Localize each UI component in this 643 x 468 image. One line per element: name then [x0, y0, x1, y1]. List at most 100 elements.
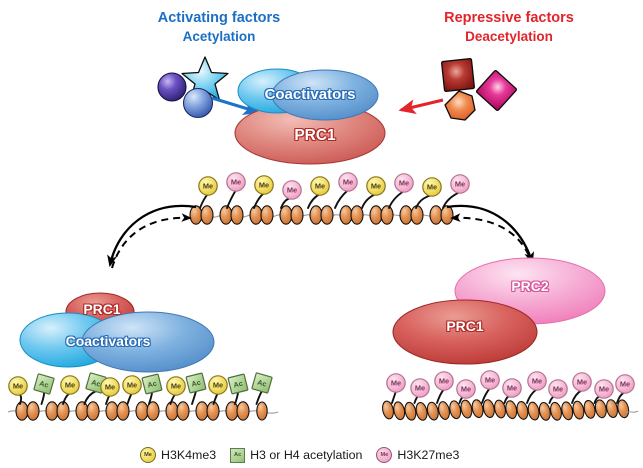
me-yellow-circle-icon	[8, 376, 28, 396]
mark-label: Me	[315, 182, 325, 191]
activating-heading-line1: Activating factors	[157, 10, 281, 26]
nucleosome	[75, 401, 100, 421]
me-pink-circle-icon	[410, 378, 430, 398]
histone-tail	[526, 388, 538, 404]
legend-label-h3k27me3: H3K27me3	[397, 448, 460, 462]
me-yellow-circle-icon	[310, 176, 330, 196]
histone-tail	[436, 388, 445, 404]
nucleosome	[537, 400, 553, 422]
me-pink-circle-icon	[527, 371, 547, 391]
mark-label: Me	[259, 181, 269, 190]
mark-label: Me	[553, 385, 563, 394]
mark-label: Me	[599, 385, 609, 394]
ac-green-square-icon	[33, 373, 55, 395]
nucleosome	[165, 401, 190, 421]
activating-factor-shapes	[157, 56, 261, 119]
mark-label: Ac	[256, 378, 267, 389]
nucleosome	[503, 399, 519, 421]
legend-item-h3k4me3: Me H3K4me3	[140, 447, 216, 463]
ac-green-square-icon: Ac	[230, 447, 246, 463]
me-pink-circle-icon	[615, 374, 635, 394]
nucleosome	[256, 401, 268, 421]
arrow-from-active	[111, 213, 192, 269]
histone-tail	[253, 192, 265, 209]
nucleosome	[339, 205, 364, 225]
branch-arrows-left	[107, 204, 197, 269]
nucleosome	[105, 401, 130, 421]
mark-label: Me	[65, 381, 75, 390]
me-pink-circle-icon	[394, 173, 414, 193]
mark-label: Ac	[90, 378, 101, 389]
legend-item-h3k27me3: Me H3K27me3	[376, 447, 459, 463]
mark-label: Ac	[38, 379, 49, 390]
arrow-to-active	[107, 204, 197, 268]
mark-label: Me	[203, 182, 213, 191]
me-yellow-circle-icon	[422, 177, 442, 197]
repressive-heading-line2: Deacetylation	[465, 28, 553, 44]
mark-label: Me	[427, 183, 437, 192]
mark-label: Me	[105, 383, 115, 392]
activating-heading-line2: Acetylation	[182, 28, 256, 44]
histone-tail	[234, 391, 239, 405]
legend-item-acetylation: Ac H3 or H4 acetylation	[230, 447, 363, 463]
me-yellow-circle-icon	[254, 175, 274, 195]
prc1-ellipse-br	[392, 299, 538, 365]
me-yellow-circle-icon	[166, 376, 186, 396]
me-pink-circle-icon	[548, 379, 568, 399]
mark-label: Me	[127, 381, 137, 390]
nucleosome	[45, 401, 70, 421]
mark-label: Me	[287, 186, 297, 195]
mark-label: Me	[391, 379, 401, 388]
bottom-right-complex	[392, 257, 606, 365]
ac-green-square-icon	[185, 372, 207, 394]
mark-label: Me	[13, 382, 23, 391]
nucleosome	[189, 205, 214, 225]
nucleosome	[309, 205, 334, 225]
histone-tail	[388, 190, 405, 209]
nucleosome	[135, 401, 160, 421]
top-complex	[234, 68, 386, 165]
mark-label: Me	[507, 384, 517, 393]
mark-label: Ac	[232, 379, 243, 390]
me-pink-circle-icon	[450, 174, 470, 194]
mark-label: Ac	[146, 379, 157, 390]
mark-label: Me	[171, 382, 181, 391]
mark-label: Me	[577, 378, 587, 387]
me-pink-circle-icon	[572, 372, 592, 392]
mark-label: Me	[532, 377, 542, 386]
ac-green-square-icon	[141, 373, 163, 395]
repressive-heading-line1: Repressive factors	[444, 10, 574, 26]
nucleosome	[225, 401, 250, 421]
me-yellow-circle-icon	[60, 375, 80, 395]
me-yellow-circle-icon: Me	[140, 447, 156, 463]
mark-label: Me	[439, 377, 449, 386]
histone-tail	[40, 391, 46, 405]
me-pink-circle-icon	[386, 373, 406, 393]
coactivator-ellipse-bl-dark	[81, 311, 215, 373]
nucleosome	[414, 400, 430, 422]
legend-label-acetylation: H3 or H4 acetylation	[250, 448, 363, 462]
me-pink-circle-icon	[594, 379, 614, 399]
me-pink-circle-icon	[434, 371, 454, 391]
me-pink-circle-icon	[456, 379, 476, 399]
me-yellow-circle-icon	[208, 375, 228, 395]
mark-label: Me	[620, 380, 630, 389]
active-chromatin: Me Ac Me Ac Me Me Ac Me Ac Me Ac Ac	[7, 372, 279, 421]
nucleosome	[548, 400, 564, 422]
nucleosome	[399, 205, 424, 225]
mark-label: Me	[213, 381, 223, 390]
mark-label: Me	[415, 384, 425, 393]
nucleosome	[279, 205, 304, 225]
me-yellow-circle-icon	[100, 377, 120, 397]
mark-label: Ac	[190, 378, 201, 389]
arrow-to-repressed	[446, 204, 535, 265]
nucleosome	[570, 399, 586, 421]
nucleosome	[481, 398, 497, 420]
nucleosome	[436, 400, 452, 421]
histone-tail	[391, 390, 397, 404]
me-pink-circle-icon	[226, 172, 246, 192]
